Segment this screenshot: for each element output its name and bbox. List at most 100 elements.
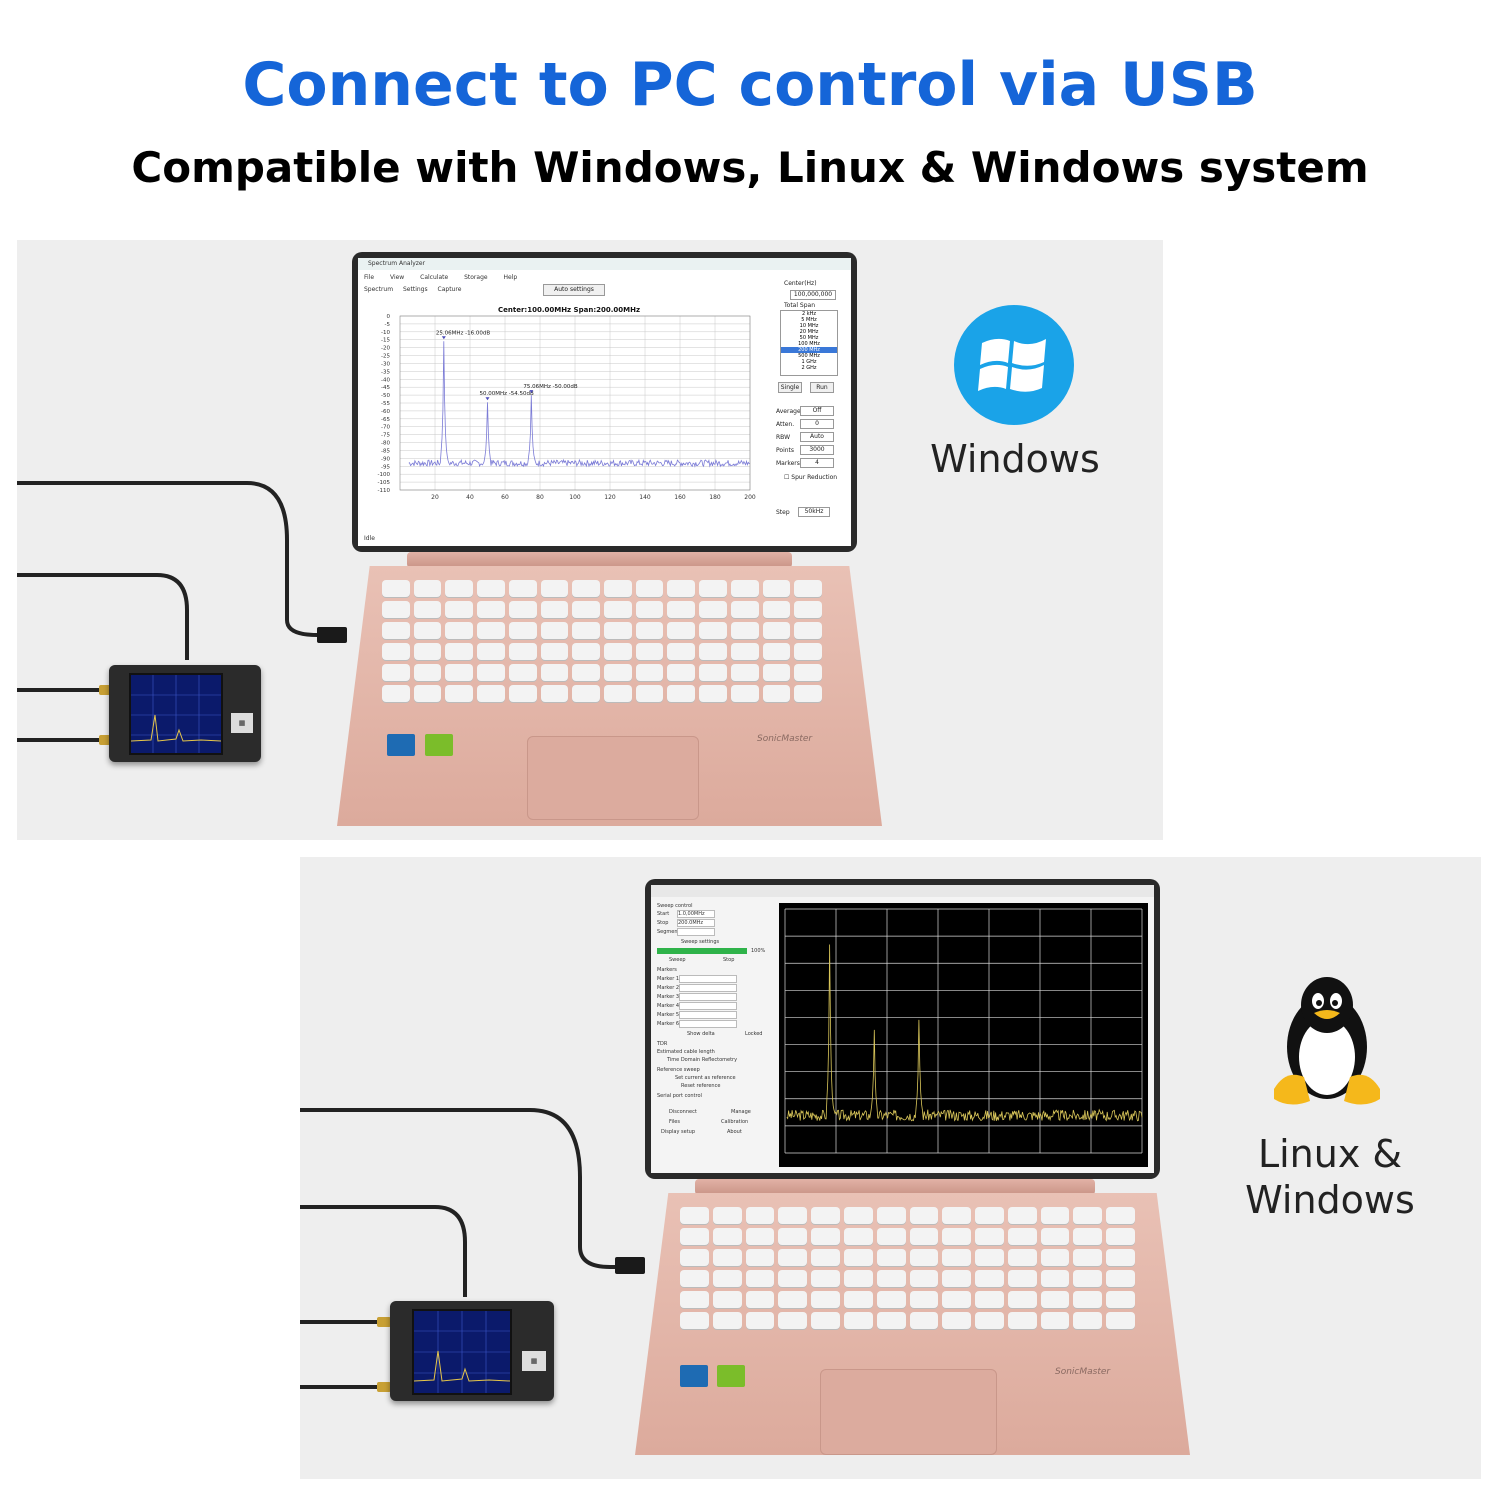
keyboard-key: [811, 1228, 840, 1245]
y-tick-label: -10: [381, 330, 390, 336]
status-text: Idle: [364, 535, 375, 542]
keyboard-key: [477, 622, 505, 639]
keyboard-key: [1040, 1249, 1070, 1266]
marker-input[interactable]: [679, 1011, 737, 1019]
setting-select[interactable]: 0: [800, 419, 834, 429]
keyboard-key: [413, 580, 442, 597]
keyboard-key: [667, 664, 696, 681]
reset-reference-button[interactable]: Reset reference: [681, 1083, 721, 1089]
setting-select[interactable]: 3000: [800, 445, 834, 455]
span-option[interactable]: 1 GHz: [801, 359, 817, 365]
set-reference-button[interactable]: Set current as reference: [675, 1075, 736, 1081]
x-tick-label: 80: [536, 494, 544, 501]
marker-input[interactable]: [679, 975, 737, 983]
field-label: Stop: [657, 920, 669, 926]
keyboard-key: [975, 1249, 1004, 1266]
device-logo-icon: ▦: [522, 1351, 546, 1371]
keyboard-key: [508, 685, 537, 702]
marker-label: 25.06MHz -16.00dB: [436, 330, 490, 336]
keyboard-key: [778, 1249, 808, 1266]
spectrum-analyzer-device: ▦: [109, 665, 261, 762]
setting-select[interactable]: 4: [800, 458, 834, 468]
sweep-button[interactable]: Sweep: [669, 957, 686, 963]
keyboard-key: [712, 1312, 742, 1329]
y-tick-label: 0: [387, 314, 391, 320]
keyboard-key: [730, 601, 759, 618]
sonicmaster-logo-icon: SonicMaster: [1055, 1367, 1111, 1377]
tab-spectrum[interactable]: Spectrum: [364, 286, 394, 293]
field-input[interactable]: 1.0,00MHz: [677, 910, 715, 918]
keyboard-key: [909, 1312, 939, 1329]
disconnect-button[interactable]: Disconnect: [669, 1109, 697, 1115]
keyboard-key: [382, 685, 410, 702]
marker-name: Marker 2: [657, 985, 680, 991]
keyboard-key: [942, 1270, 972, 1287]
keyboard-key: [730, 685, 759, 702]
span-option[interactable]: 2 kHz: [801, 311, 817, 317]
span-option[interactable]: 100 MHz: [798, 341, 820, 347]
run-button[interactable]: Run: [810, 382, 834, 393]
menu-view[interactable]: View: [389, 274, 405, 281]
locked-checkbox[interactable]: Locked: [745, 1031, 763, 1037]
y-tick-label: -55: [381, 401, 390, 407]
auto-settings-button[interactable]: Auto settings: [543, 284, 605, 296]
marker-name: Marker 1: [657, 976, 680, 982]
menu-storage[interactable]: Storage: [464, 274, 488, 281]
show-delta-button[interactable]: Show delta: [687, 1031, 715, 1037]
tab-capture[interactable]: Capture: [437, 286, 462, 293]
span-option[interactable]: 10 MHz: [799, 323, 819, 329]
spur-reduction-checkbox[interactable]: ☐ Spur Reduction: [784, 474, 838, 481]
keyboard-key: [876, 1228, 906, 1245]
laptop-hinge: [695, 1179, 1095, 1195]
intel-sticker-icon: [680, 1365, 708, 1387]
menu-calculate[interactable]: Calculate: [420, 274, 449, 281]
keyboard-key: [1073, 1249, 1103, 1266]
step-input[interactable]: 50kHz: [798, 507, 830, 517]
serial-port-label: Serial port control: [657, 1093, 702, 1099]
setting-select[interactable]: Auto: [800, 432, 834, 442]
tab-settings[interactable]: Settings: [403, 286, 428, 293]
menu-file[interactable]: File: [364, 274, 375, 281]
span-option[interactable]: 500 MHz: [798, 353, 820, 359]
keyboard-key: [843, 1270, 873, 1287]
center-input[interactable]: 100,000,000: [790, 290, 836, 300]
span-option[interactable]: 2 GHz: [801, 365, 817, 371]
keyboard-key: [975, 1291, 1004, 1308]
display-setup-button[interactable]: Display setup: [661, 1129, 696, 1135]
about-button[interactable]: About: [727, 1129, 742, 1135]
keyboard-key: [477, 664, 505, 681]
single-button[interactable]: Single: [778, 382, 802, 393]
keyboard-key: [942, 1249, 972, 1266]
marker-input[interactable]: [679, 1002, 737, 1010]
touchpad: [527, 736, 699, 820]
span-option[interactable]: 50 MHz: [799, 335, 819, 341]
span-option[interactable]: 5 MHz: [801, 317, 817, 323]
files-button[interactable]: Files: [669, 1119, 680, 1125]
sweep-settings-button[interactable]: Sweep settings: [681, 939, 720, 945]
keyboard-key: [876, 1291, 906, 1308]
span-option[interactable]: 20 MHz: [799, 329, 819, 335]
keyboard-key: [413, 685, 442, 702]
time-domain-button[interactable]: Time Domain Reflectometry: [667, 1057, 738, 1063]
marker-input[interactable]: [679, 984, 737, 992]
keyboard-key: [712, 1291, 742, 1308]
stop-button[interactable]: Stop: [723, 957, 735, 963]
keyboard-key: [572, 580, 600, 597]
marker-input[interactable]: [679, 1020, 737, 1028]
keyboard-key: [909, 1291, 939, 1308]
menu-help[interactable]: Help: [503, 274, 518, 281]
setting-select[interactable]: Off: [800, 406, 834, 416]
sma-connector: [99, 685, 113, 695]
keyboard-key: [975, 1228, 1004, 1245]
keyboard-key: [603, 622, 632, 639]
keyboard-key: [540, 664, 569, 681]
calibration-button[interactable]: Calibration: [721, 1119, 749, 1125]
sweep-section-label: Sweep control: [657, 903, 693, 909]
field-input[interactable]: [677, 928, 715, 936]
span-option[interactable]: 200 MHz: [781, 347, 837, 353]
marker-input[interactable]: [679, 993, 737, 1001]
manage-button[interactable]: Manage: [731, 1109, 751, 1115]
field-input[interactable]: 200.0MHz: [677, 919, 715, 927]
